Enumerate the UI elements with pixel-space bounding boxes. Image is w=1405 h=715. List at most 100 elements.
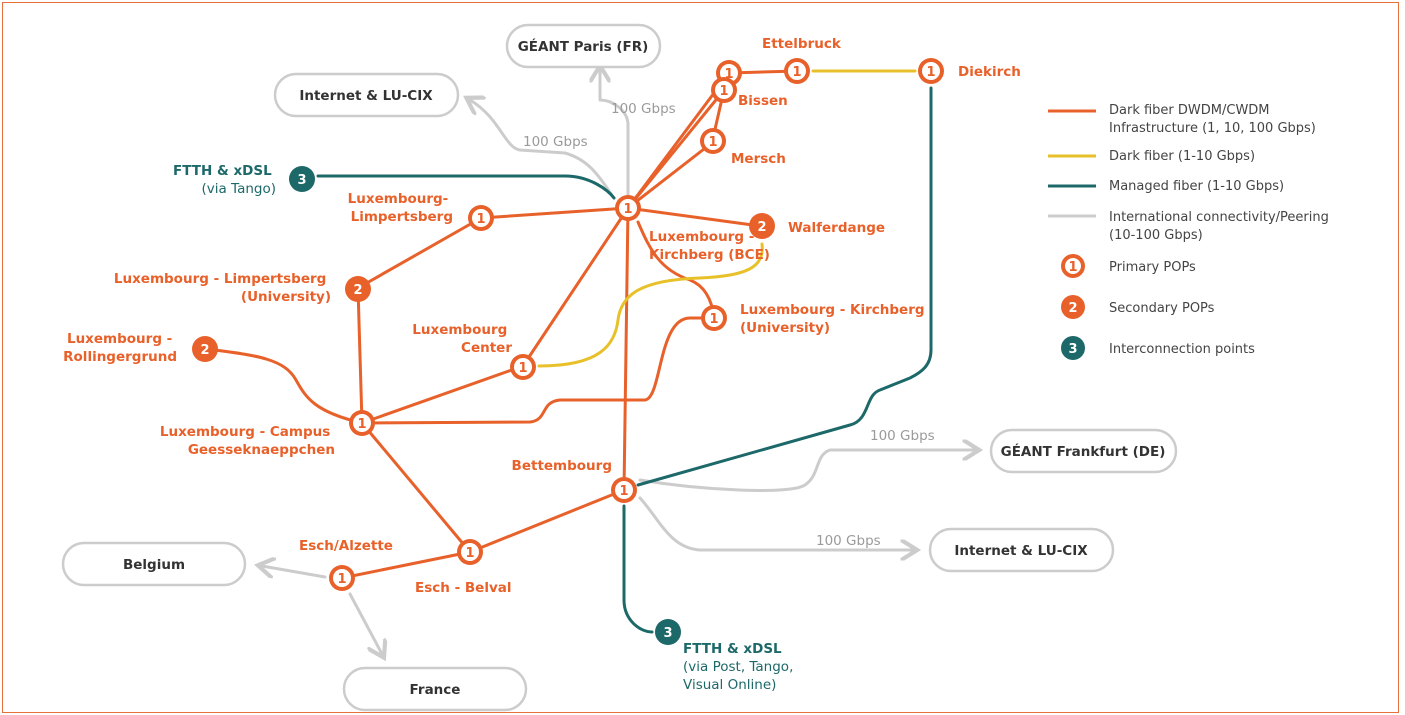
link-limpertsbergunv-campus [356, 286, 364, 425]
international-links [262, 70, 975, 654]
link-limpertsberg-univ [356, 216, 483, 290]
destination-boxes: GÉANT Paris (FR) Internet & LU-CIX GÉANT… [61, 23, 1178, 712]
node-center-number: 1 [518, 361, 527, 376]
label-limpertsberg-univ: Luxembourg - Limpertsberg (University) [114, 271, 331, 305]
node-ftth-post-circle [655, 619, 681, 645]
node-ftth-tango: 3 [289, 166, 315, 192]
link-ftth-tango-central [316, 174, 616, 200]
link-esch-to-france [348, 592, 382, 654]
speed-label-internet-north: 100 Gbps [523, 134, 588, 150]
link-diekirch-bettembourg [636, 86, 933, 487]
box-france: France [342, 666, 528, 712]
node-ftth-post: 3 [655, 619, 681, 645]
legend-text-primary: Primary POPs [1109, 260, 1196, 275]
label-walferdange: Walferdange [788, 220, 885, 236]
label-diekirch: Diekirch [958, 64, 1021, 80]
node-walferdange: 2 [749, 213, 775, 239]
node-mersch-number: 1 [708, 135, 717, 150]
box-internet-east: Internet & LU-CIX [928, 527, 1115, 573]
node-limpertsberg-number: 1 [476, 212, 485, 227]
node-ftth-tango-number: 3 [297, 173, 306, 188]
node-ftth-tango-circle [289, 166, 315, 192]
label-esch-belval: Esch - Belval [415, 580, 511, 596]
legend-marker-interconnection: 3 [1061, 336, 1085, 360]
label-rollingergrund: Luxembourg - Rollingergrund [63, 331, 177, 365]
legend-text-interconnection: Interconnection points [1109, 342, 1255, 357]
label-bettembourg: Bettembourg [512, 458, 612, 474]
internet-north-label: Internet & LU-CIX [299, 88, 433, 104]
node-center: 1 [510, 354, 536, 380]
node-limpertsberg-inner [472, 209, 490, 227]
speed-label-internet-east: 100 Gbps [816, 533, 881, 549]
node-esch-alzette: 1 [329, 565, 355, 591]
legend-text-dwdm: Dark fiber DWDM/CWDM Infrastructure (1, … [1109, 103, 1316, 136]
link-bettembourg-to-internet-east [638, 496, 913, 550]
managed-fiber-links [316, 86, 933, 634]
link-central-walferdange [626, 206, 762, 228]
label-ftth-post: FTTH & xDSL (via Post, Tango, Visual Onl… [683, 641, 798, 693]
node-ettelbruck-number: 1 [792, 65, 801, 80]
node-ettelbruck-inner [788, 62, 806, 80]
node-limpertsberg-univ-circle [345, 276, 371, 302]
node-diekirch-number: 1 [926, 65, 935, 80]
node-walferdange-number: 2 [757, 220, 766, 235]
node-central-inner [619, 199, 637, 217]
node-bissen-top-number: 1 [724, 67, 733, 82]
node-bissen-inner [715, 81, 733, 99]
node-bettembourg-number: 1 [619, 484, 628, 499]
label-ftth-tango: FTTH & xDSL (via Tango) [173, 163, 276, 197]
node-campus-number: 1 [357, 417, 366, 432]
link-campus-kirchberg-univ [360, 316, 716, 425]
node-diekirch-inner [922, 62, 940, 80]
box-belgium: Belgium [61, 541, 247, 587]
node-bissen: 1 [711, 77, 737, 103]
box-geant-paris: GÉANT Paris (FR) [505, 23, 662, 69]
node-rollingergrund: 2 [192, 336, 218, 362]
node-walferdange-circle [749, 213, 775, 239]
node-esch-belval-number: 1 [465, 546, 474, 561]
speed-labels: 100 Gbps 100 Gbps 100 Gbps 100 Gbps [523, 101, 935, 549]
node-esch-belval-inner [461, 543, 479, 561]
link-central-to-paris [600, 70, 630, 198]
legend-marker-interconnection-number: 3 [1068, 342, 1077, 357]
node-kirchberg-univ-number: 1 [709, 312, 718, 327]
node-limpertsberg: 1 [468, 205, 494, 231]
link-bettembourg-belval [468, 488, 626, 554]
node-esch-belval: 1 [457, 539, 483, 565]
geant-frankfurt-label: GÉANT Frankfurt (DE) [1001, 443, 1166, 460]
node-limpertsberg-univ: 2 [345, 276, 371, 302]
node-limpertsberg-univ-number: 2 [353, 283, 362, 298]
link-campus-belval [360, 421, 472, 554]
node-ftth-post-number: 3 [663, 626, 672, 641]
link-center-walferdange [537, 242, 764, 368]
node-mersch-inner [704, 132, 722, 150]
label-bissen: Bissen [738, 93, 788, 109]
legend-marker-secondary: 2 [1061, 295, 1085, 319]
node-bissen-number: 1 [719, 84, 728, 99]
node-diekirch: 1 [918, 58, 944, 84]
link-central-bissen [626, 88, 726, 210]
node-kirchberg-univ: 1 [701, 305, 727, 331]
node-kirchberg-univ-inner [705, 309, 723, 327]
label-esch-alzette: Esch/Alzette [299, 538, 393, 554]
node-central-number: 1 [623, 202, 632, 217]
legend-marker-primary-number: 1 [1068, 260, 1077, 275]
label-mersch: Mersch [731, 151, 786, 167]
legend-marker-secondary-circle [1061, 295, 1085, 319]
node-rollingergrund-circle [192, 336, 218, 362]
legend-marker-secondary-number: 2 [1068, 301, 1077, 316]
node-campus: 1 [349, 410, 375, 436]
label-kirchberg-bce: Luxembourg - Kirchberg (BCE) [649, 229, 770, 263]
legend-text-international: International connectivity/Peering (10-1… [1109, 210, 1333, 243]
label-center: Luxembourg Center [412, 322, 512, 356]
label-limpertsberg: Luxembourg- Limpertsberg [348, 191, 453, 225]
node-campus-inner [353, 414, 371, 432]
speed-label-paris: 100 Gbps [611, 101, 676, 117]
node-bettembourg: 1 [611, 477, 637, 503]
link-esch-to-belgium [262, 566, 327, 577]
label-ettelbruck: Ettelbruck [762, 36, 842, 52]
node-esch-alzette-number: 1 [337, 572, 346, 587]
legend-marker-primary: 1 [1061, 254, 1085, 278]
